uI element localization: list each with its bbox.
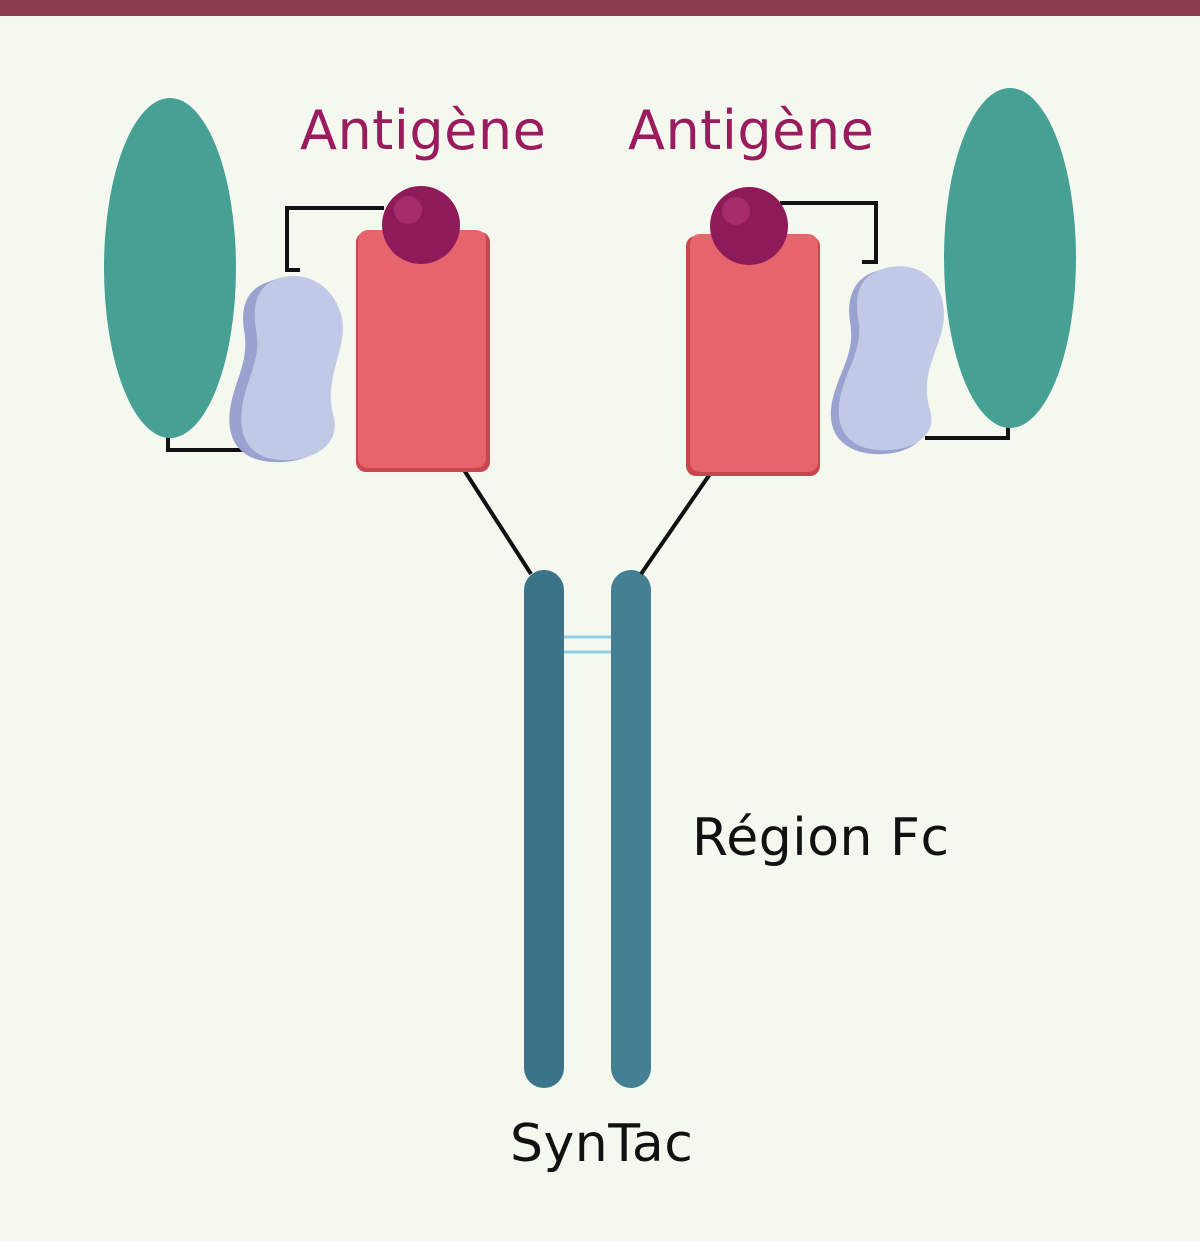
beta2m-right — [838, 266, 944, 451]
linker-right-to-fc — [639, 472, 712, 576]
linker-left-to-fc — [462, 468, 533, 576]
antigen-sphere-left — [382, 186, 460, 264]
antigen-sphere-left-highlight — [394, 196, 422, 224]
beta2m-left — [241, 276, 343, 461]
peptide-tether-right — [780, 201, 878, 264]
mhc-chain-left — [358, 230, 486, 468]
molecule-name-label: SynTac — [510, 1114, 694, 1174]
antigen-label-left: Antigène — [300, 99, 547, 162]
peptide-tether-left — [285, 206, 384, 272]
antigen-label-right: Antigène — [628, 99, 875, 162]
fc-chain-right — [611, 570, 651, 1088]
immunomodulator-right — [944, 88, 1076, 428]
top-rule — [0, 0, 1200, 16]
antigen-sphere-right-highlight — [722, 197, 750, 225]
fc-region-label: Région Fc — [692, 808, 950, 868]
mhc-chain-right — [690, 234, 818, 472]
antigen-sphere-right — [710, 187, 788, 265]
immunomodulator-left — [104, 98, 236, 438]
fc-chain-left — [524, 570, 564, 1088]
